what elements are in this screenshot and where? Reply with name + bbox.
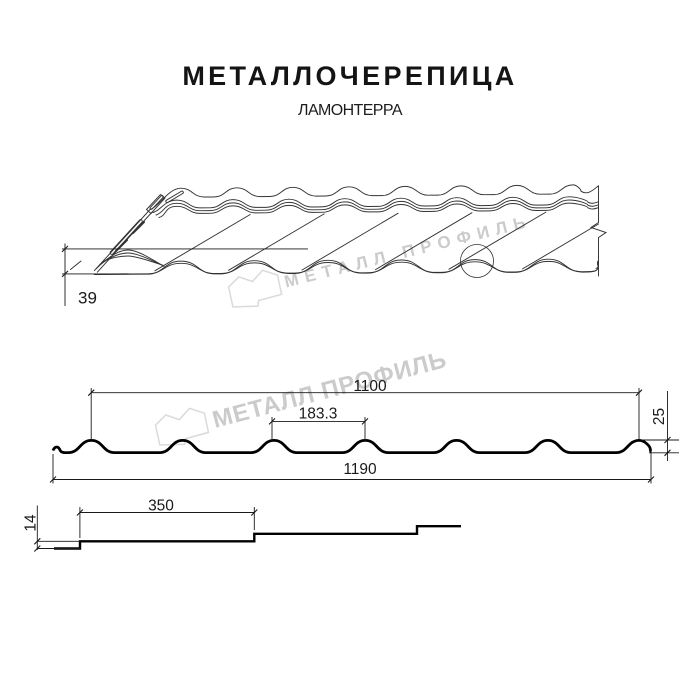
svg-text:350: 350	[148, 498, 174, 515]
svg-text:1190: 1190	[343, 461, 377, 478]
svg-text:14: 14	[23, 514, 40, 532]
svg-text:1100: 1100	[353, 378, 387, 395]
svg-text:25: 25	[651, 408, 668, 425]
svg-text:39: 39	[78, 289, 97, 308]
svg-text:183.3: 183.3	[299, 406, 338, 423]
